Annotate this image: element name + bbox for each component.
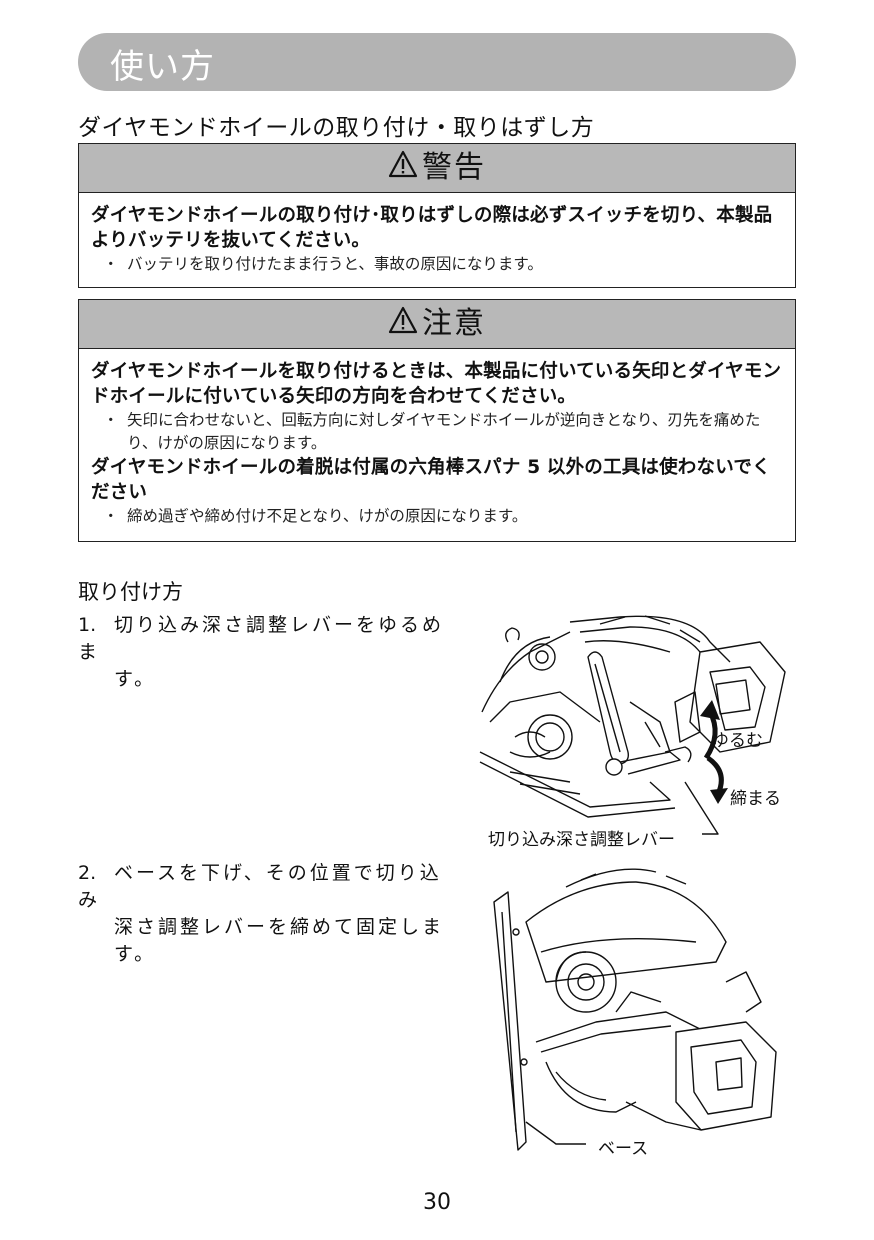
step-2: 2.ベースを下げ、その位置で切り込み 深さ調整レバーを締めて固定しま す。: [78, 860, 458, 968]
depth-lever-illustration: [479, 615, 786, 835]
step-2-text-line2: 深さ調整レバーを締めて固定しま: [114, 916, 445, 938]
warning-title: 警告: [422, 150, 486, 185]
step-1-text-line1: 切り込み深さ調整レバーをゆるめま: [78, 614, 445, 663]
warning-triangle-icon: [388, 145, 418, 193]
caution-main-1: ダイヤモンドホイールを取り付けるときは、本製品に付いている矢印とダイヤモンドホイ…: [91, 361, 782, 407]
base-illustration: [493, 868, 777, 1151]
step-1: 1.切り込み深さ調整レバーをゆるめま す。: [78, 612, 458, 693]
page-heading: ダイヤモンドホイールの取り付け・取りはずし方: [78, 115, 595, 141]
caution-note-2: ・締め過ぎや締め付け不足となり、けがの原因になります。: [103, 507, 528, 525]
page-number: 30: [423, 1190, 451, 1215]
warning-main: ダイヤモンドホイールの取り付け･取りはずしの際は必ずスイッチを切り、本製品よりバ…: [91, 205, 773, 251]
caution-box: 注意 ダイヤモンドホイールを取り付けるときは、本製品に付いている矢印とダイヤモン…: [78, 299, 796, 542]
step-1-text-line2: す。: [114, 668, 157, 690]
step-2-text-line3: す。: [114, 943, 157, 965]
caution-title: 注意: [422, 306, 486, 341]
caution-note-1: ・矢印に合わせないと、回転方向に対しダイヤモンドホイールが逆向きとなり、刃先を痛…: [103, 411, 761, 452]
depth-lever-label: 切り込み深さ調整レバー: [488, 830, 675, 850]
warning-box: 警告 ダイヤモンドホイールの取り付け･取りはずしの際は必ずスイッチを切り、本製品…: [78, 143, 796, 288]
loosen-label: ゆるむ: [712, 731, 763, 751]
section-title: 使い方: [110, 47, 215, 87]
caution-title-bar: 注意: [79, 300, 795, 349]
caution-main-2: ダイヤモンドホイールの着脱は付属の六角棒スパナ 5 以外の工具は使わないでくださ…: [91, 457, 771, 503]
section-header: 使い方: [78, 33, 796, 91]
warning-title-bar: 警告: [79, 144, 795, 193]
tighten-label: 締まる: [730, 789, 781, 809]
step-1-number: 1.: [78, 614, 97, 636]
subheading: 取り付け方: [78, 580, 183, 604]
caution-triangle-icon: [388, 301, 418, 349]
warning-note: ・バッテリを取り付けたまま行うと、事故の原因になります。: [103, 255, 543, 273]
base-label: ベース: [598, 1139, 649, 1159]
step-2-text-line1: ベースを下げ、その位置で切り込み: [78, 862, 442, 911]
step-2-number: 2.: [78, 862, 97, 884]
